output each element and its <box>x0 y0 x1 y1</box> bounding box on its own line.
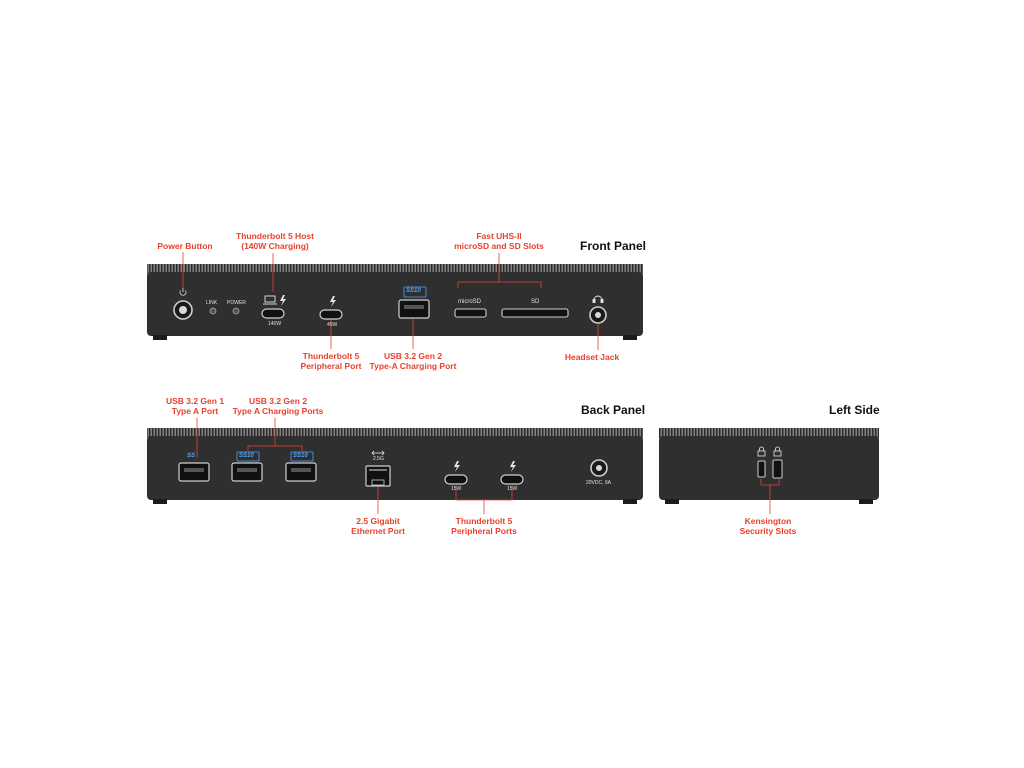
ethernet-callout: 2.5 Gigabit Ethernet Port <box>351 516 405 536</box>
power-symbol-icon <box>179 288 187 296</box>
tb5-peripheral-port-2 <box>500 474 524 485</box>
lock-icon <box>757 446 766 457</box>
thunderbolt-icon <box>330 296 336 307</box>
back-foot-left <box>153 499 167 504</box>
thunderbolt-icon <box>454 461 460 472</box>
tb5-peripheral-port <box>319 309 343 320</box>
ss10-icon <box>236 451 260 462</box>
tb5-peripheral-port-1 <box>444 474 468 485</box>
front-panel-title: Front Panel <box>580 239 647 253</box>
tb5-host-port <box>261 308 285 319</box>
ss10-label: SS10 <box>406 288 421 294</box>
link-label: LINK <box>206 300 218 306</box>
left-foot-right <box>859 499 873 504</box>
ethernet-port <box>365 465 391 487</box>
usb-a-tongue <box>291 468 311 472</box>
kensington-callout: Kensington Security Slots <box>739 516 797 536</box>
thunderbolt-icon <box>280 295 286 306</box>
ss-label: SS <box>187 453 196 459</box>
left-leader-lines <box>760 479 780 514</box>
usb-a-gen1-callout: USB 3.2 Gen 1 Type A Port <box>165 396 225 416</box>
tb5-host-callout: Thunderbolt 5 Host (140W Charging) <box>236 231 314 251</box>
usb-a-charging-callout: USB 3.2 Gen 2 Type-A Charging Port <box>369 351 457 371</box>
dc-power-pin <box>596 465 602 471</box>
microsd-slot <box>454 308 487 318</box>
tb-port-2-wattage-label: 15W <box>507 486 518 492</box>
sd-label: SD <box>531 299 540 305</box>
laptop-icon <box>263 295 277 305</box>
usb-a-tongue <box>237 468 257 472</box>
front-foot-right <box>623 335 637 340</box>
front-chassis <box>147 272 643 336</box>
kensington-slot-1 <box>757 460 766 478</box>
front-panel <box>147 252 643 350</box>
sd-slot <box>501 308 569 318</box>
ethernet-speed-label: 2.5G <box>373 456 384 462</box>
ss10-icon <box>290 451 314 462</box>
ss10-label: SS10 <box>239 453 254 459</box>
ss10-icon <box>403 286 427 298</box>
ss10-label: SS10 <box>293 453 308 459</box>
front-leader-lines <box>182 252 599 350</box>
thunderbolt-icon <box>510 461 516 472</box>
left-foot-left <box>665 499 679 504</box>
power-led <box>232 307 240 315</box>
left-chassis <box>659 436 879 500</box>
left-vent <box>659 428 879 438</box>
tb-port-1-wattage-label: 15W <box>451 486 462 492</box>
peripheral-wattage-label: 40W <box>327 322 338 328</box>
left-side-title: Left Side <box>829 403 880 417</box>
tb5-peripheral-callout: Thunderbolt 5 Peripheral Port <box>300 351 362 371</box>
left-side-panel <box>659 428 879 514</box>
back-chassis <box>147 436 643 500</box>
front-vent <box>147 264 643 274</box>
back-vent <box>147 428 643 438</box>
usb-a-gen2-callout: USB 3.2 Gen 2 Type A Charging Ports <box>232 396 324 416</box>
back-foot-right <box>623 499 637 504</box>
microsd-label: microSD <box>458 299 482 305</box>
back-panel-title: Back Panel <box>581 403 646 417</box>
host-wattage-label: 140W <box>268 321 282 327</box>
usb-a-tongue <box>404 305 424 309</box>
power-button <box>173 300 193 320</box>
headset-jack-core <box>595 312 601 318</box>
kensington-slot-2 <box>772 459 783 479</box>
power-label: POWER <box>227 300 246 306</box>
usb-a-tongue <box>184 468 204 472</box>
back-leader-lines <box>196 418 513 514</box>
link-led <box>209 307 217 315</box>
card-slots-callout: Fast UHS-II microSD and SD Slots <box>454 231 544 251</box>
lock-icon <box>773 446 782 457</box>
dc-in-label: 20VDC, 9A <box>586 480 612 486</box>
headset-jack-callout: Headset Jack <box>564 352 620 362</box>
headphones-icon <box>592 295 604 303</box>
front-foot-left <box>153 335 167 340</box>
network-arrows-icon <box>371 450 385 456</box>
power-button-callout: Power Button <box>157 241 213 251</box>
back-panel <box>147 418 643 514</box>
tb5-ports-callout: Thunderbolt 5 Peripheral Ports <box>451 516 517 536</box>
